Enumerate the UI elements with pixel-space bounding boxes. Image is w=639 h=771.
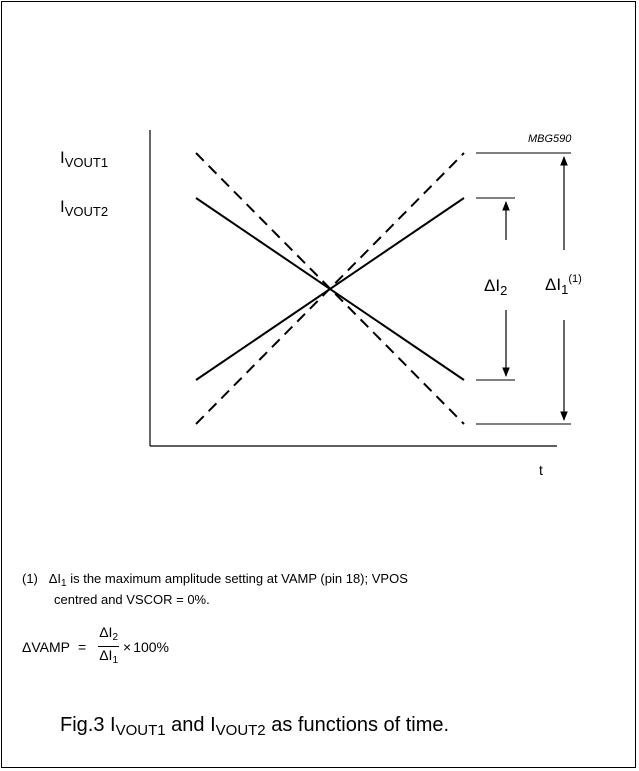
- delta-i1-sub: 1: [561, 282, 569, 297]
- footnote-line1: is the maximum amplitude setting at VAMP…: [66, 571, 408, 586]
- formula-denominator: ΔI1: [98, 647, 119, 669]
- caption-sub2: VOUT2: [215, 722, 266, 739]
- delta-i1-label: ΔI1(1): [545, 273, 582, 297]
- formula-times: ×: [123, 638, 132, 655]
- dashed-line-rising: [195, 152, 465, 425]
- y-label-vout1: IVOUT1: [60, 148, 108, 170]
- formula: ΔVAMP = ΔI2 ΔI1 × 100%: [22, 624, 169, 669]
- numerator-sub: 2: [112, 632, 118, 643]
- x-axis-label: t: [539, 462, 543, 478]
- formula-rhs: 100%: [133, 638, 169, 655]
- footnote-marker: (1): [22, 571, 38, 586]
- footnote-symbol-sub: 1: [61, 578, 67, 589]
- figure-caption: Fig.3 IVOUT1 and IVOUT2 as functions of …: [60, 714, 449, 739]
- caption-prefix: Fig.3 I: [60, 714, 116, 736]
- delta-i2-sub: 2: [500, 283, 508, 298]
- formula-equals: =: [78, 638, 87, 655]
- y-label-vout1-sub: VOUT1: [64, 155, 109, 170]
- formula-fraction: ΔI2 ΔI1: [98, 624, 119, 669]
- caption-sub1: VOUT1: [115, 722, 166, 739]
- delta-i1-sup: (1): [568, 273, 582, 285]
- denominator-main: ΔI: [99, 647, 113, 663]
- denominator-sub: 1: [112, 655, 118, 666]
- caption-mid: and I: [165, 714, 216, 736]
- caption-suffix: as functions of time.: [265, 714, 450, 736]
- footnote-symbol: ΔI: [48, 571, 62, 586]
- delta-i2-label: ΔI2: [484, 276, 507, 298]
- delta-i1-main: ΔI: [545, 275, 562, 294]
- y-label-vout2-main: I: [60, 197, 65, 216]
- footnote-line2: centred and VSCOR = 0%.: [54, 592, 210, 607]
- delta-i2-main: ΔI: [484, 276, 501, 295]
- y-label-vout1-main: I: [60, 148, 65, 167]
- numerator-main: ΔI: [99, 624, 113, 640]
- y-label-vout2: IVOUT2: [60, 197, 108, 219]
- footnote: (1) ΔI1 is the maximum amplitude setting…: [22, 571, 408, 608]
- formula-lhs: ΔVAMP: [22, 638, 70, 655]
- formula-numerator: ΔI2: [98, 624, 119, 647]
- y-label-vout2-sub: VOUT2: [64, 204, 109, 219]
- figure-code: MBG590: [528, 133, 572, 145]
